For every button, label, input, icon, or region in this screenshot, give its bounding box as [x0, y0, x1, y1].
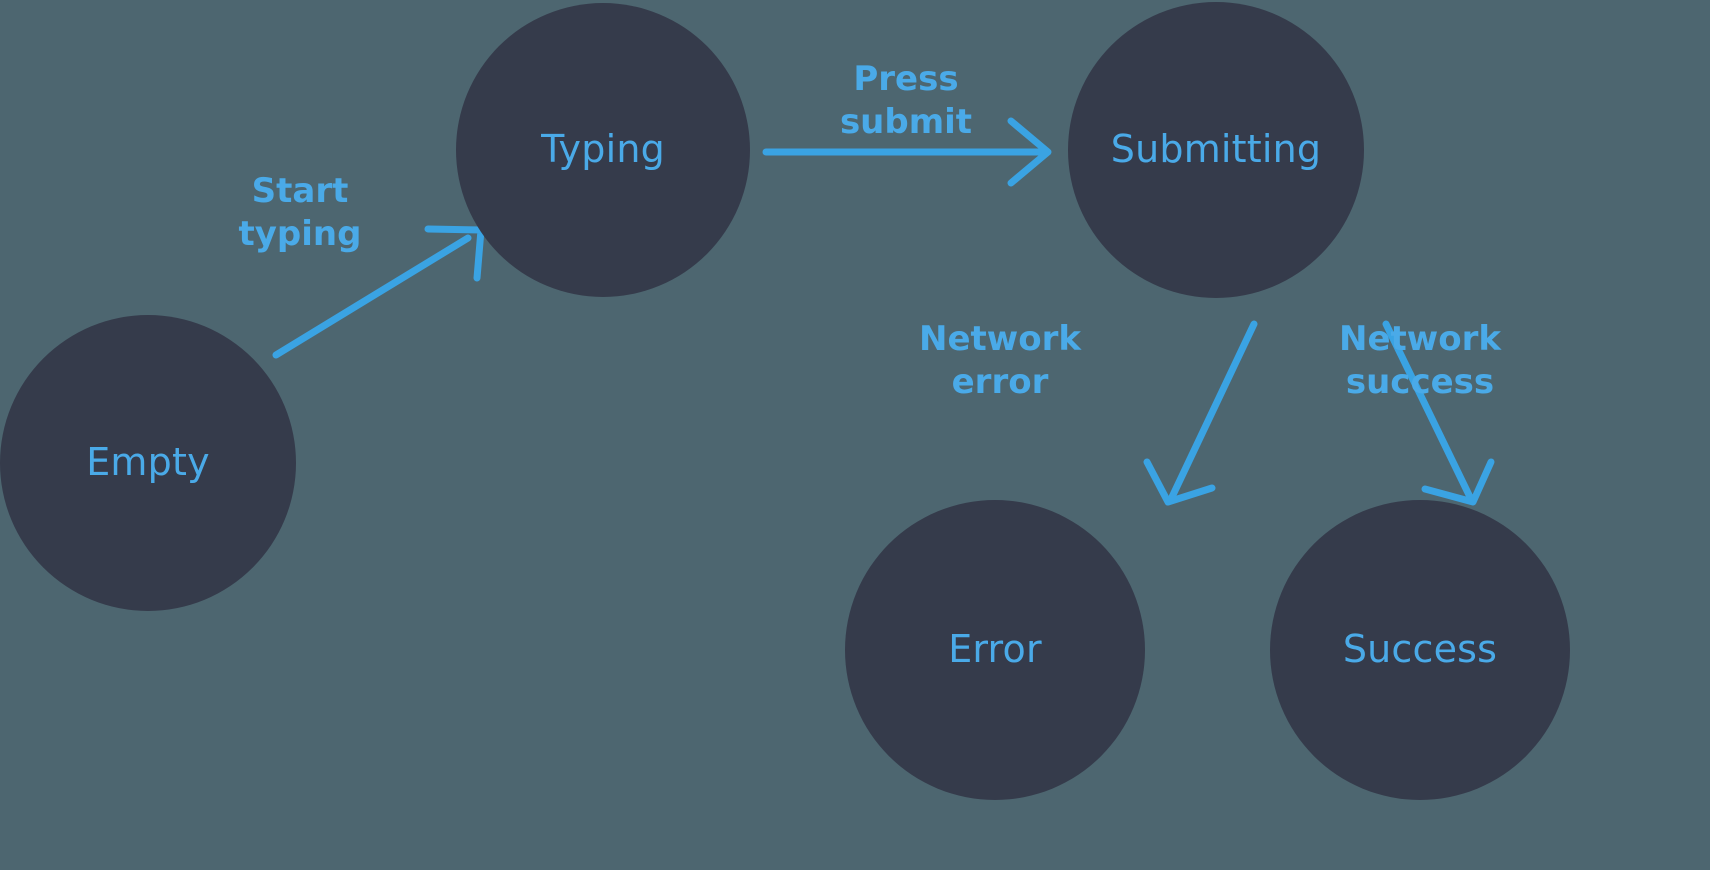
state-node-success-label: Success — [1342, 627, 1498, 672]
state-node-typing[interactable]: Typing — [456, 3, 750, 297]
transition-label-network-error: Network error — [919, 319, 1081, 402]
transition-label-network-success: Network success — [1339, 319, 1501, 402]
state-node-empty-label: Empty — [86, 440, 210, 485]
transition-label-start-typing: Start typing — [238, 171, 362, 254]
transition-arrow-press-submit — [762, 117, 1052, 187]
state-node-submitting-label: Submitting — [1110, 127, 1322, 172]
state-node-error[interactable]: Error — [845, 500, 1145, 800]
state-node-error-label: Error — [948, 627, 1042, 672]
state-node-empty[interactable]: Empty — [0, 315, 296, 611]
transition-arrow-network-success — [1382, 320, 1495, 506]
transition-label-press-submit: Press submit — [839, 59, 973, 142]
transition-arrow-network-error — [1143, 320, 1258, 506]
state-node-submitting[interactable]: Submitting — [1068, 2, 1364, 298]
state-node-typing-label: Typing — [541, 127, 665, 172]
state-node-success[interactable]: Success — [1270, 500, 1570, 800]
